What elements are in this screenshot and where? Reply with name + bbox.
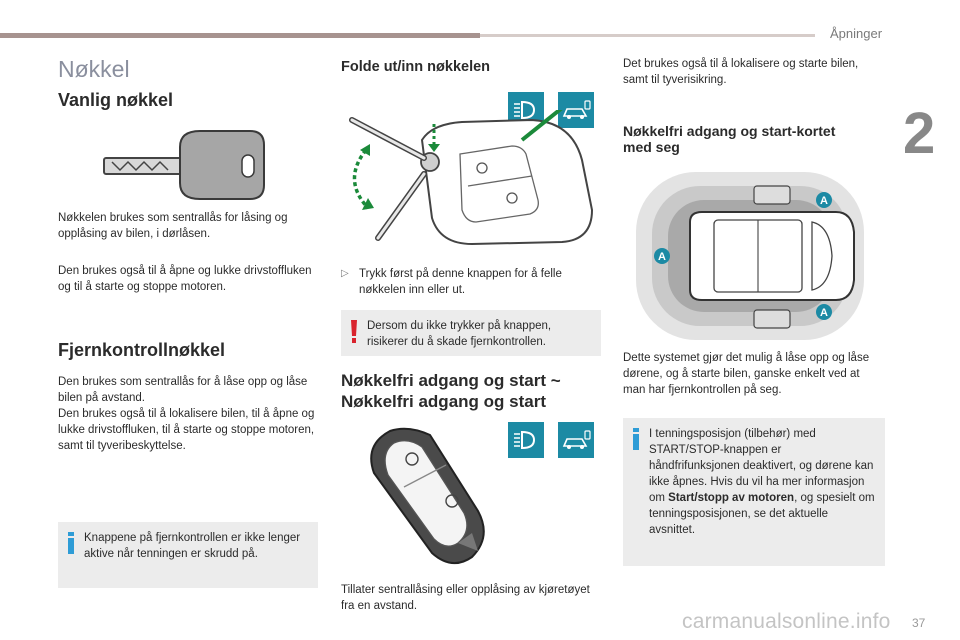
info-note-text: Knappene på fjernkontrollen er ikke leng… — [84, 532, 301, 560]
keyless-card-title-line2: med seg — [623, 139, 680, 155]
car-key-icon — [562, 100, 591, 119]
chapter-title: Åpninger — [830, 26, 883, 41]
headlight-icon — [514, 430, 536, 450]
info-icon — [633, 428, 639, 450]
warning-note-text: Dersom du ikke trykker på knappen, risik… — [367, 320, 552, 348]
info-note-keyless-text-2: , og spesielt om tenningsposisjonen, se … — [649, 492, 875, 536]
zone-marker-a-3: A — [820, 307, 828, 319]
page-number: 37 — [912, 616, 926, 630]
car-badge-2 — [558, 422, 594, 458]
section-title-standard-key: Vanlig nøkkel — [58, 90, 174, 110]
info-note-keyless: I tenningsposisjon (tilbehør) med START/… — [623, 418, 885, 566]
keyless-title-line1: Nøkkelfri adgang og start ~ — [341, 371, 561, 390]
standard-key-text-2: Den brukes også til å åpne og lukke driv… — [58, 265, 312, 293]
header-bar — [0, 33, 480, 38]
keyless-text-1: Tillater sentrallåsing eller opplåsing a… — [341, 584, 590, 612]
keyless-card-title-line1: Nøkkelfri adgang og start-kortet — [623, 123, 836, 139]
page-title: Nøkkel — [58, 56, 130, 82]
keyless-card-text: Dette systemet gjør det mulig å låse opp… — [623, 352, 870, 396]
standard-key-text-1: Nøkkelen brukes som sentrallås for låsin… — [58, 212, 288, 240]
bullet-arrow-icon: ▷ — [341, 268, 349, 279]
section-title-keyless-card: Nøkkelfri adgang og start-kortet med seg — [623, 123, 835, 155]
remote-key-text-1: Den brukes som sentrallås for å låse opp… — [58, 376, 308, 404]
zone-marker-a-2: A — [658, 251, 666, 263]
chapter-number: 2 — [903, 101, 936, 166]
warning-icon — [351, 320, 357, 343]
car-badge — [558, 92, 594, 128]
info-note-keyless-text-1: I tenningsposisjon (tilbehør) med START/… — [649, 428, 874, 504]
headlight-icon — [514, 100, 536, 120]
car-key-icon — [562, 430, 591, 449]
keyless-zone-diagram: A A A — [636, 172, 864, 340]
info-note-remote: Knappene på fjernkontrollen er ikke leng… — [58, 522, 318, 588]
section-title-fold-key: Folde ut/inn nøkkelen — [341, 59, 491, 75]
keyless-intro-text: Det brukes også til å lokalisere og star… — [623, 58, 859, 86]
standard-key-illustration — [103, 130, 265, 200]
fold-key-bullet-text: Trykk først på denne knappen for å felle… — [359, 268, 562, 296]
fold-key-bullet: ▷ Trykk først på denne knappen for å fel… — [341, 266, 599, 298]
fold-key-illustration — [349, 110, 594, 246]
header-bar-right — [480, 34, 815, 37]
keyless-title-line2: Nøkkelfri adgang og start — [341, 392, 546, 411]
remote-key-text-2: Den brukes også til å lokalisere bilen, … — [58, 408, 315, 452]
info-icon — [68, 532, 74, 554]
section-title-keyless: Nøkkelfri adgang og start ~ Nøkkelfri ad… — [341, 370, 561, 412]
keyless-fob-illustration — [370, 427, 485, 564]
warning-note-fold: Dersom du ikke trykker på knappen, risik… — [341, 310, 601, 356]
info-note-keyless-bold: Start/stopp av motoren — [668, 492, 795, 504]
headlight-badge-2 — [508, 422, 544, 458]
watermark: carmanualsonline.info — [682, 610, 891, 633]
zone-marker-a-1: A — [820, 195, 828, 207]
section-title-remote-key: Fjernkontrollnøkkel — [58, 340, 226, 360]
